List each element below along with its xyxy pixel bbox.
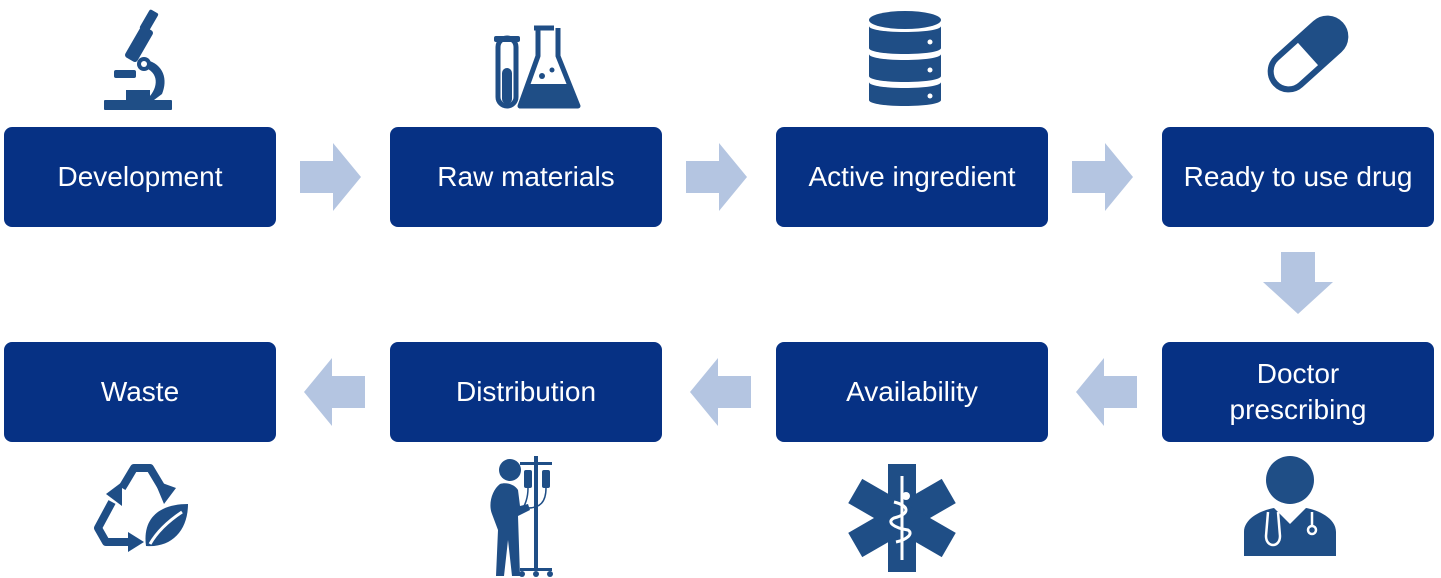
patient-iv-drip-icon	[482, 456, 560, 578]
step-label: Development	[57, 161, 223, 192]
step-label: Waste	[100, 376, 180, 407]
step-raw-materials: Raw materials	[390, 127, 662, 227]
arrow-down-icon	[1263, 252, 1333, 314]
step-label: Active ingredient	[808, 161, 1016, 192]
step-label: Distribution	[455, 376, 597, 407]
step-development: Development	[4, 127, 276, 227]
arrow-left-icon	[1075, 358, 1137, 426]
arrow-right-icon	[1072, 143, 1134, 211]
database-stack-icon	[868, 10, 942, 110]
lab-glassware-icon	[494, 24, 586, 112]
step-label: Ready to use drug	[1183, 161, 1413, 192]
recycle-leaf-icon	[92, 458, 192, 554]
step-active-ingredient: Active ingredient	[776, 127, 1048, 227]
step-availability: Availability	[776, 342, 1048, 442]
arrow-left-icon	[303, 358, 365, 426]
step-label: Availability	[846, 376, 978, 407]
arrow-left-icon	[689, 358, 751, 426]
step-label: Raw materials	[437, 161, 615, 192]
step-ready-to-use-drug: Ready to use drug	[1162, 127, 1434, 227]
microscope-icon	[100, 8, 176, 112]
pill-capsule-icon	[1258, 6, 1358, 102]
star-of-life-icon	[846, 462, 958, 574]
step-distribution: Distribution	[390, 342, 662, 442]
arrow-right-icon	[686, 143, 748, 211]
step-doctor-prescribing: Doctor prescribing	[1162, 342, 1434, 442]
step-waste: Waste	[4, 342, 276, 442]
doctor-icon	[1240, 454, 1340, 558]
step-label: Doctor prescribing	[1229, 358, 1367, 425]
arrow-right-icon	[300, 143, 362, 211]
